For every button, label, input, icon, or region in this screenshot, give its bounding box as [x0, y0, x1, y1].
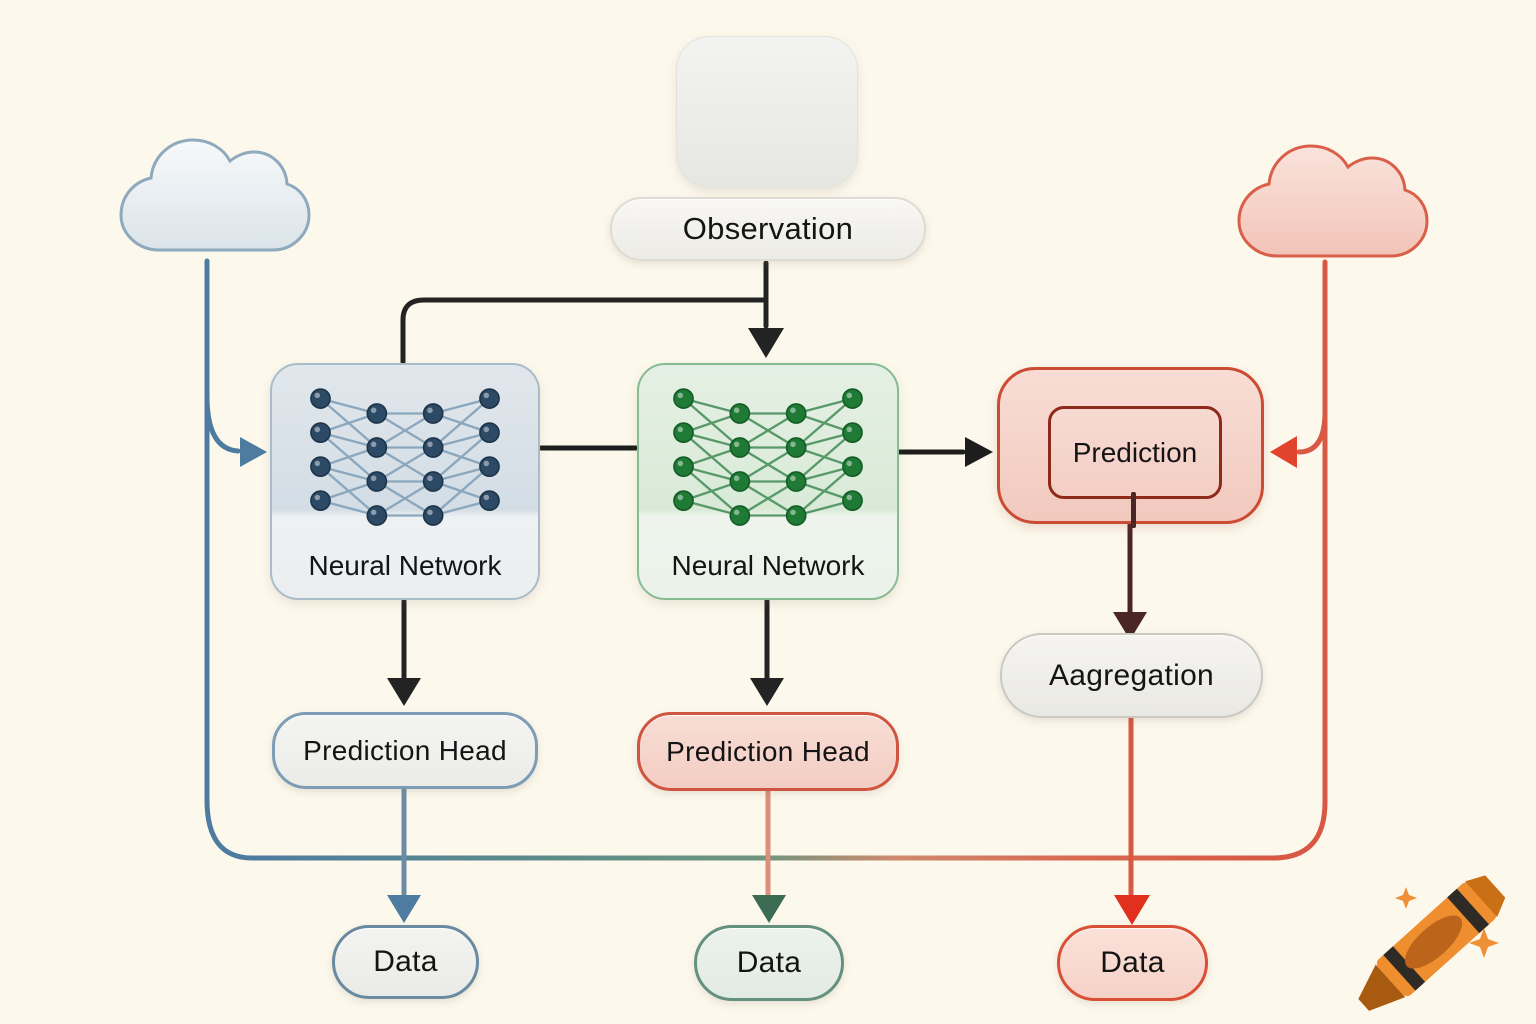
arrowhead-into-prediction-head-center: [750, 678, 784, 706]
aggregation-label: Aagregation: [1048, 658, 1215, 692]
wire-cloud-left: [204, 258, 255, 861]
observation-node: Observation: [610, 197, 926, 261]
neural-network-icon: [673, 388, 863, 526]
prediction-label: Prediction: [1072, 436, 1198, 468]
sparkle-icon: [1469, 928, 1499, 958]
prediction-inner-box: Prediction: [1048, 406, 1222, 499]
arrowhead-into-prediction: [965, 437, 993, 467]
prediction-node: Prediction: [997, 367, 1264, 528]
prediction-head-center-label: Prediction Head: [666, 735, 870, 767]
data-right-node: Data: [1057, 925, 1208, 1001]
person-tile: [676, 36, 858, 188]
aggregation-node: Aagregation: [1000, 633, 1263, 718]
sparkle-icon: [1394, 886, 1418, 910]
arrowhead-into-nn-left: [240, 437, 267, 467]
neural-network-center-label: Neural Network: [671, 550, 865, 581]
prediction-head-center-node: Prediction Head: [637, 712, 899, 791]
data-right-label: Data: [1100, 946, 1165, 979]
data-left-node: Data: [332, 925, 479, 999]
prediction-stem-line: [1131, 492, 1136, 528]
crayon-logo-icon: [1358, 875, 1506, 1011]
cloud-right-icon: [1237, 144, 1429, 258]
neural-network-left-node: Neural Network: [270, 363, 540, 600]
neural-network-left-label: Neural Network: [308, 550, 502, 581]
cloud-left-icon: [119, 138, 311, 252]
wire-cloud-right: [1270, 259, 1328, 861]
arrowhead-into-data-center: [752, 895, 786, 923]
observation-label: Observation: [682, 211, 854, 246]
data-center-label: Data: [736, 946, 802, 979]
prediction-head-left-label: Prediction Head: [303, 734, 507, 766]
arrowhead-into-data-right: [1114, 895, 1150, 925]
prediction-head-left-node: Prediction Head: [272, 712, 538, 789]
data-left-label: Data: [373, 945, 438, 978]
arrowhead-into-nn-center: [748, 328, 784, 358]
data-center-node: Data: [694, 925, 844, 1001]
arrow-observation-to-networks: [400, 260, 769, 365]
arrowhead-into-data-left: [387, 895, 421, 923]
neural-network-center-node: Neural Network: [637, 363, 899, 600]
arrowhead-into-prediction-head-left: [387, 678, 421, 706]
arrowhead-into-prediction-right: [1270, 436, 1297, 468]
neural-network-icon: [310, 388, 500, 526]
